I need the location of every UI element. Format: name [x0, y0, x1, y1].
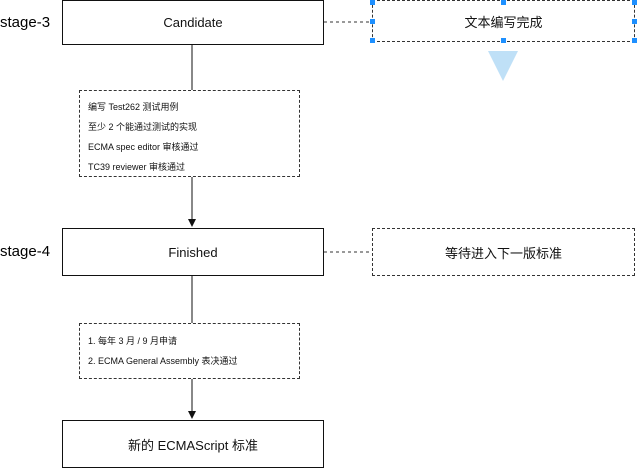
selection-handle[interactable]: [632, 19, 637, 24]
selection-handle[interactable]: [632, 0, 637, 5]
candidate-note-box[interactable]: 文本编写完成: [372, 0, 635, 42]
finished-note-text: 等待进入下一版标准: [444, 245, 562, 261]
requirement-item: 至少 2 个能通过测试的实现: [88, 122, 198, 132]
finished-node[interactable]: Finished: [62, 228, 324, 276]
selection-handle[interactable]: [632, 38, 637, 43]
requirement-item: 编写 Test262 测试用例: [88, 102, 179, 112]
selection-handle[interactable]: [501, 38, 506, 43]
requirement-item: 2. ECMA General Assembly 表决通过: [88, 356, 238, 366]
candidate-node[interactable]: Candidate: [62, 0, 324, 45]
result-node-label: 新的 ECMAScript 标准: [127, 437, 258, 453]
stage-4-label: stage-4: [0, 243, 51, 260]
finished-note-box[interactable]: 等待进入下一版标准: [372, 228, 635, 276]
stage4-requirements-box[interactable]: 编写 Test262 测试用例 至少 2 个能通过测试的实现 ECMA spec…: [79, 90, 300, 177]
finished-node-label: Finished: [168, 244, 218, 260]
requirement-item: 1. 每年 3 月 / 9 月申请: [88, 336, 178, 346]
selection-handle[interactable]: [370, 38, 375, 43]
selection-handle[interactable]: [501, 0, 506, 5]
requirement-item: ECMA spec editor 审核通过: [88, 142, 199, 152]
requirement-item: TC39 reviewer 审核通过: [88, 162, 186, 172]
result-node[interactable]: 新的 ECMAScript 标准: [62, 420, 324, 468]
selection-handle[interactable]: [370, 0, 375, 5]
stage-3-label: stage-3: [0, 14, 51, 31]
finish-requirements-box[interactable]: 1. 每年 3 月 / 9 月申请 2. ECMA General Assemb…: [79, 323, 300, 379]
candidate-node-label: Candidate: [163, 15, 223, 30]
candidate-note-text: 文本编写完成: [464, 14, 543, 30]
selection-handle[interactable]: [370, 19, 375, 24]
